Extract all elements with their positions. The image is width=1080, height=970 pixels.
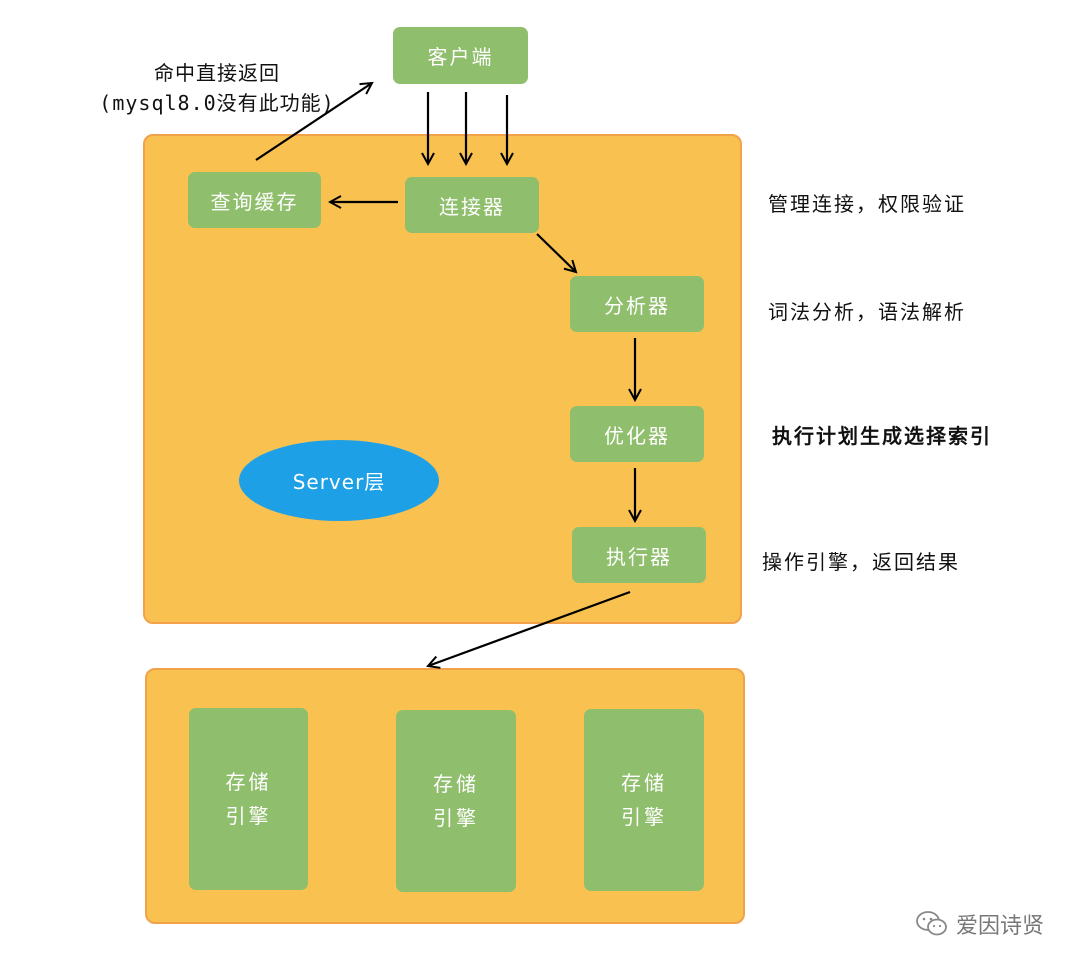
engine-1-line1: 存储 <box>225 770 272 794</box>
storage-engine-1: 存储引擎 <box>189 708 308 890</box>
cache-hit-note-line1: 命中直接返回 <box>154 61 280 85</box>
engine-3-line1: 存储 <box>621 771 667 795</box>
connector-node: 连接器 <box>405 177 539 233</box>
storage-engine-2: 存储引擎 <box>396 710 516 892</box>
engine-1-line2: 引擎 <box>225 804 272 828</box>
executor-node: 执行器 <box>572 527 706 583</box>
optimizer-node: 优化器 <box>570 406 704 462</box>
optimizer-note: 执行计划生成选择索引 <box>772 424 992 448</box>
analyzer-node: 分析器 <box>570 276 704 332</box>
query-cache-node: 查询缓存 <box>188 172 321 228</box>
engine-2-line1: 存储 <box>433 772 479 796</box>
executor-note: 操作引擎，返回结果 <box>762 550 960 574</box>
connector-note: 管理连接，权限验证 <box>768 192 966 216</box>
storage-engine-3: 存储引擎 <box>584 709 704 891</box>
analyzer-note: 词法分析，语法解析 <box>768 300 966 324</box>
cache-hit-note-line2: (mysql8.0没有此功能) <box>99 91 335 115</box>
wechat-icon <box>916 911 947 936</box>
engine-3-line2: 引擎 <box>621 805 667 829</box>
engine-2-line2: 引擎 <box>433 806 479 830</box>
watermark-text: 爱因诗贤 <box>955 914 1044 939</box>
cache-hit-note: 命中直接返回 (mysql8.0没有此功能) <box>82 58 352 118</box>
client-node: 客户端 <box>393 27 528 84</box>
watermark: 爱因诗贤 <box>914 908 1044 940</box>
server-layer-ellipse: Server层 <box>239 440 439 521</box>
